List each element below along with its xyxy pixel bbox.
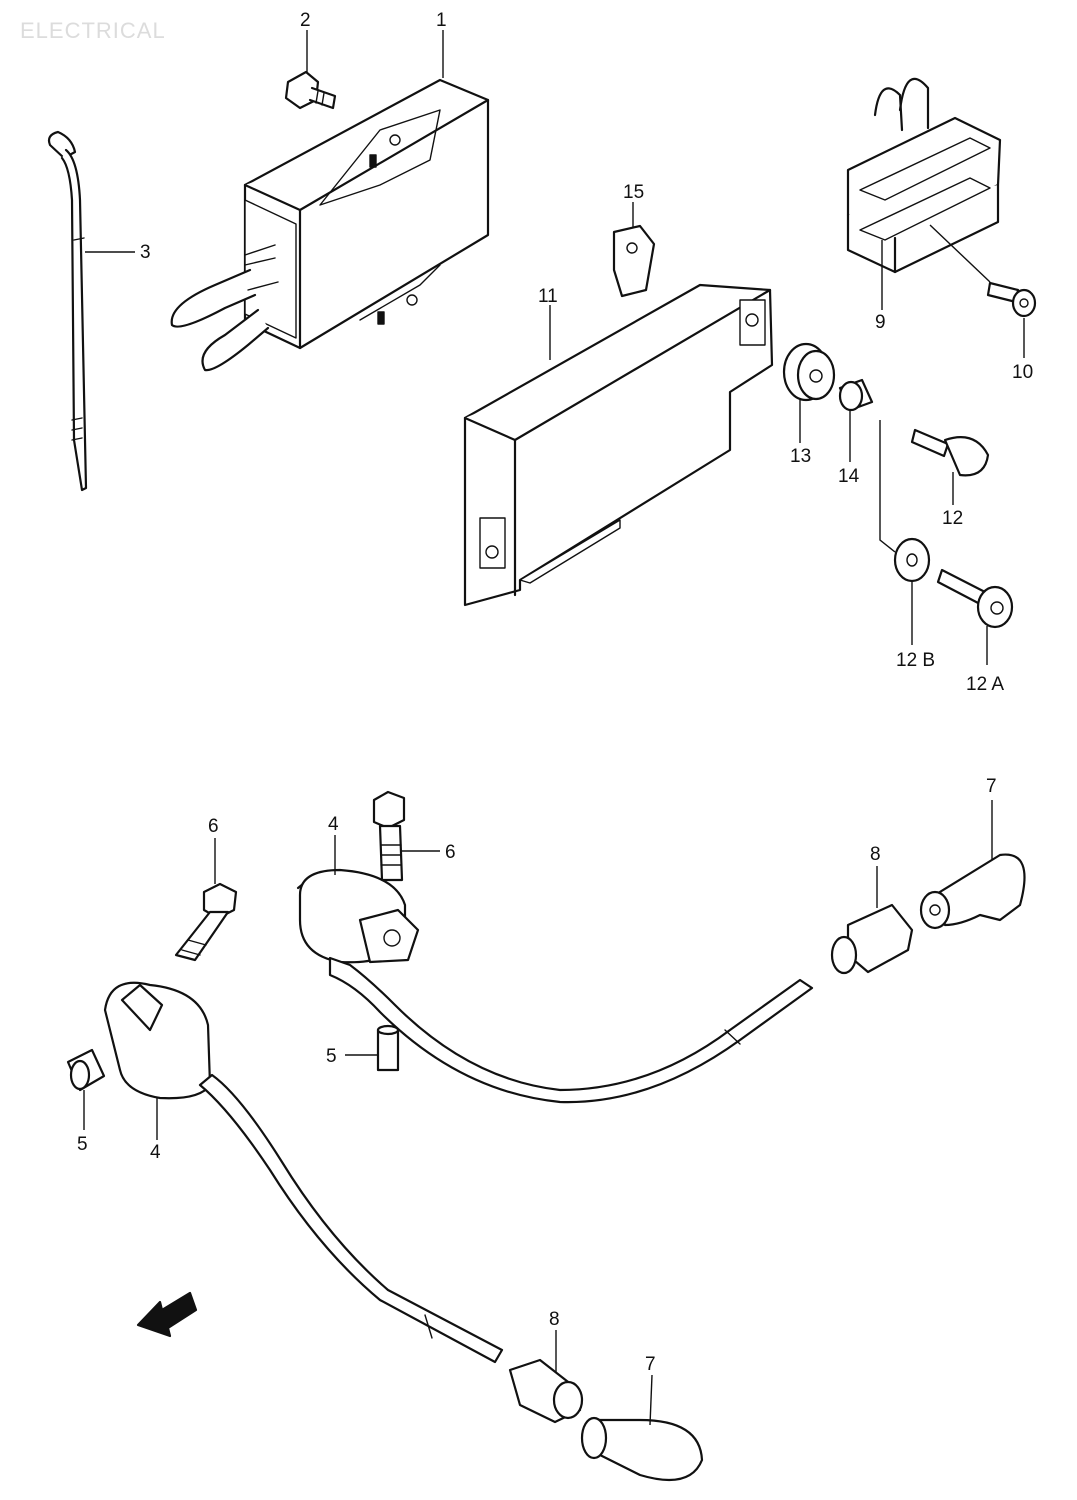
part-12-bolt[interactable] [910,428,990,477]
callout-12: 12 [942,508,963,529]
section-watermark: ELECTRICAL [20,18,166,43]
callout-9: 9 [875,312,886,333]
part-14-collar[interactable] [838,378,874,412]
part-2-bolt[interactable] [284,70,337,110]
callout-12a: 12 A [966,674,1004,695]
callout-8-lower: 8 [549,1309,560,1330]
callout-1: 1 [436,10,447,31]
callout-5-upper: 5 [326,1046,337,1067]
callout-14: 14 [838,466,860,487]
callout-13: 13 [790,446,811,467]
callout-6-lower: 6 [208,816,219,837]
part-7-plug-cap-lower[interactable] [580,1416,704,1482]
callout-4-upper: 4 [328,814,339,835]
part-8-cap-upper[interactable] [830,903,914,975]
callout-15: 15 [623,182,644,203]
callout-6-upper: 6 [445,842,456,863]
callout-2: 2 [300,10,311,31]
part-6-bolt-upper[interactable] [372,790,406,882]
fwd-arrow-icon [136,1291,198,1338]
part-1-cdi-unit[interactable] [170,78,490,372]
part-11-ecu-module[interactable] [463,283,774,607]
part-8-cap-lower[interactable] [508,1358,584,1424]
part-15-nut[interactable] [612,224,656,298]
part-6-bolt-lower[interactable] [174,882,238,962]
part-10-screw[interactable] [986,281,1037,318]
leader-lines [83,30,1025,1426]
callout-5-lower: 5 [77,1134,88,1155]
callout-3: 3 [140,242,151,263]
part-3-cable-tie[interactable] [47,130,88,492]
part-13-grommet[interactable] [782,342,836,402]
part-4-ignition-coil-lower[interactable] [103,981,504,1364]
callout-7-lower: 7 [645,1354,656,1375]
part-12b-washer[interactable] [893,537,931,583]
callout-12b: 12 B [896,650,935,671]
part-5-collar-upper[interactable] [376,1024,400,1072]
callout-10: 10 [1012,362,1033,383]
callout-7-upper: 7 [986,776,997,797]
part-7-plug-cap-upper[interactable] [919,853,1026,930]
callout-11: 11 [538,286,558,307]
callout-8-upper: 8 [870,844,881,865]
part-4-ignition-coil-upper[interactable] [296,868,814,1104]
callout-4-lower: 4 [150,1142,161,1163]
part-9-rectifier[interactable] [846,77,1002,274]
callouts: 1 2 3 15 11 9 10 13 14 12 12 B 12 A 4 6 … [77,10,1033,1375]
part-5-collar-lower[interactable] [66,1048,106,1092]
part-12a-bolt[interactable] [936,568,1014,629]
